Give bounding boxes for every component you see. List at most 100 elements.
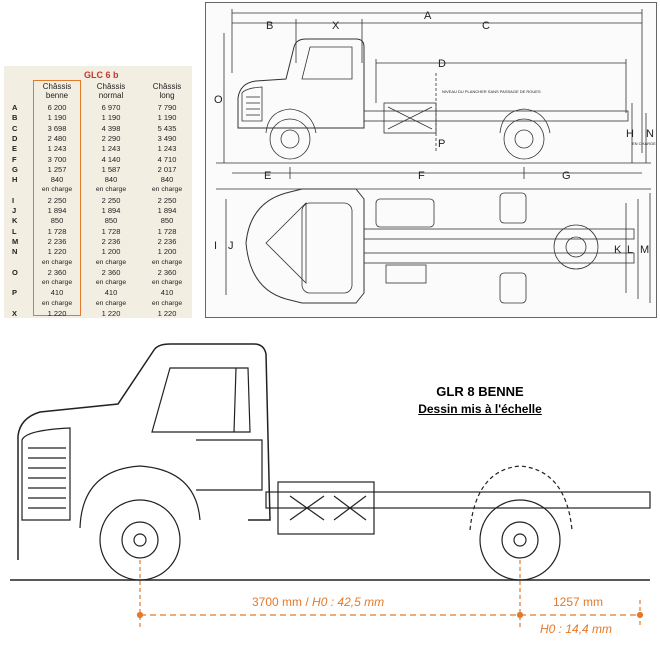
row-label: L [12, 226, 17, 236]
table-cell: en charge [95, 186, 127, 194]
label-p: P [438, 138, 445, 150]
table-cell: 2 360 [157, 267, 177, 277]
scale-drawing-title: GLR 8 BENNE [436, 384, 524, 399]
table-cell: 5 435 [157, 123, 177, 133]
table-cell: 840 [104, 175, 118, 185]
floor-note: NIVEAU DU PLANCHER SANS PASSAGE DE ROUES [442, 89, 541, 94]
table-cell: 7 790 [157, 103, 177, 112]
row-label: K [12, 216, 18, 226]
table-cell: 1 587 [101, 164, 121, 174]
table-cell: 2 236 [157, 236, 177, 246]
table-cell: 2 250 [47, 195, 67, 205]
label-c: C [482, 20, 490, 32]
table-cell: 410 [160, 288, 174, 298]
row-label: B [12, 113, 18, 123]
table-cell: 1 257 [47, 164, 67, 174]
label-d: D [438, 58, 446, 70]
table-cell: en charge [151, 299, 183, 307]
table-cell: 4 710 [157, 154, 177, 164]
label-e: E [264, 170, 271, 182]
table-cell: 840 [160, 175, 174, 185]
table-cell: 2 290 [101, 133, 121, 143]
table-cell: 850 [104, 216, 118, 226]
label-m: M [640, 244, 649, 256]
row-label: H [12, 175, 18, 185]
dimension-separator: / [302, 595, 313, 609]
label-b: B [266, 20, 273, 32]
table-cell: en charge [151, 279, 183, 287]
table-cell: 1 894 [101, 206, 121, 215]
label-n: N [646, 128, 654, 140]
table-row: en charge en charge en charge [4, 185, 192, 195]
table-cell: 1 894 [47, 206, 67, 215]
row-label: I [12, 195, 15, 205]
table-row: H 840 840 840 [4, 175, 192, 185]
table-title: GLC 6 b [84, 70, 119, 80]
scale-drawing-subtitle: Dessin mis à l'échelle [418, 402, 542, 416]
label-h: H [626, 128, 634, 140]
label-j: J [228, 240, 234, 252]
dimension-overhang: 1257 mm [553, 595, 604, 609]
table-cell: 4 140 [101, 154, 121, 164]
table-cell: 1 243 [47, 144, 67, 154]
table-cell: 6 200 [47, 103, 67, 112]
row-label: F [12, 154, 17, 164]
table-cell: 1 220 [47, 309, 67, 318]
table-cell: en charge [41, 186, 73, 194]
row-label: C [12, 123, 18, 133]
table-cell: 2 250 [101, 195, 121, 205]
table-cell: en charge [41, 299, 73, 307]
row-label: N [12, 247, 18, 257]
table-cell: en charge [151, 186, 183, 194]
table-cell: en charge [95, 258, 127, 266]
label-x: X [332, 20, 340, 32]
row-label: E [12, 144, 18, 154]
label-f: F [418, 170, 425, 182]
table-cell: 3 490 [157, 133, 177, 143]
charge-note: EN CHARGE [632, 141, 656, 146]
table-cell: 2 360 [47, 267, 67, 277]
table-cell: 3 700 [47, 154, 67, 164]
table-row: F 3 700 4 140 4 710 [4, 155, 192, 165]
label-i: I [214, 240, 217, 252]
row-label: O [12, 267, 18, 277]
table-row: I 2 250 2 250 2 250 [4, 196, 192, 206]
table-cell: 1 728 [101, 226, 121, 236]
table-cell: 850 [160, 216, 174, 226]
table-cell: 1 190 [47, 113, 67, 123]
dimension-overhang-h0-text: H0 : 14,4 mm [540, 622, 613, 636]
table-cell: 2 250 [157, 195, 177, 205]
row-label: M [12, 236, 19, 246]
table-row: L 1 728 1 728 1 728 [4, 227, 192, 237]
table-cell: 2 236 [47, 236, 67, 246]
benne-column-highlight [33, 80, 81, 316]
table-cell: 1 728 [47, 226, 67, 236]
technical-drawing-panel: A B X C D O H N P E F G I J K L M NIVEAU… [205, 2, 657, 318]
table-cell: 1 243 [157, 144, 177, 154]
table-cell: 840 [50, 175, 64, 185]
table-cell: 2 017 [157, 164, 177, 174]
table-cell: en charge [95, 299, 127, 307]
dimension-wheelbase-h0: H0 : 42,5 mm [312, 595, 385, 609]
row-label: P [12, 288, 18, 298]
table-cell: 1 894 [157, 206, 177, 215]
table-cell: 1 220 [101, 309, 121, 318]
table-row: en charge en charge en charge [4, 299, 192, 309]
label-a: A [424, 10, 432, 22]
table-cell: 1 728 [157, 226, 177, 236]
table-cell: en charge [41, 279, 73, 287]
